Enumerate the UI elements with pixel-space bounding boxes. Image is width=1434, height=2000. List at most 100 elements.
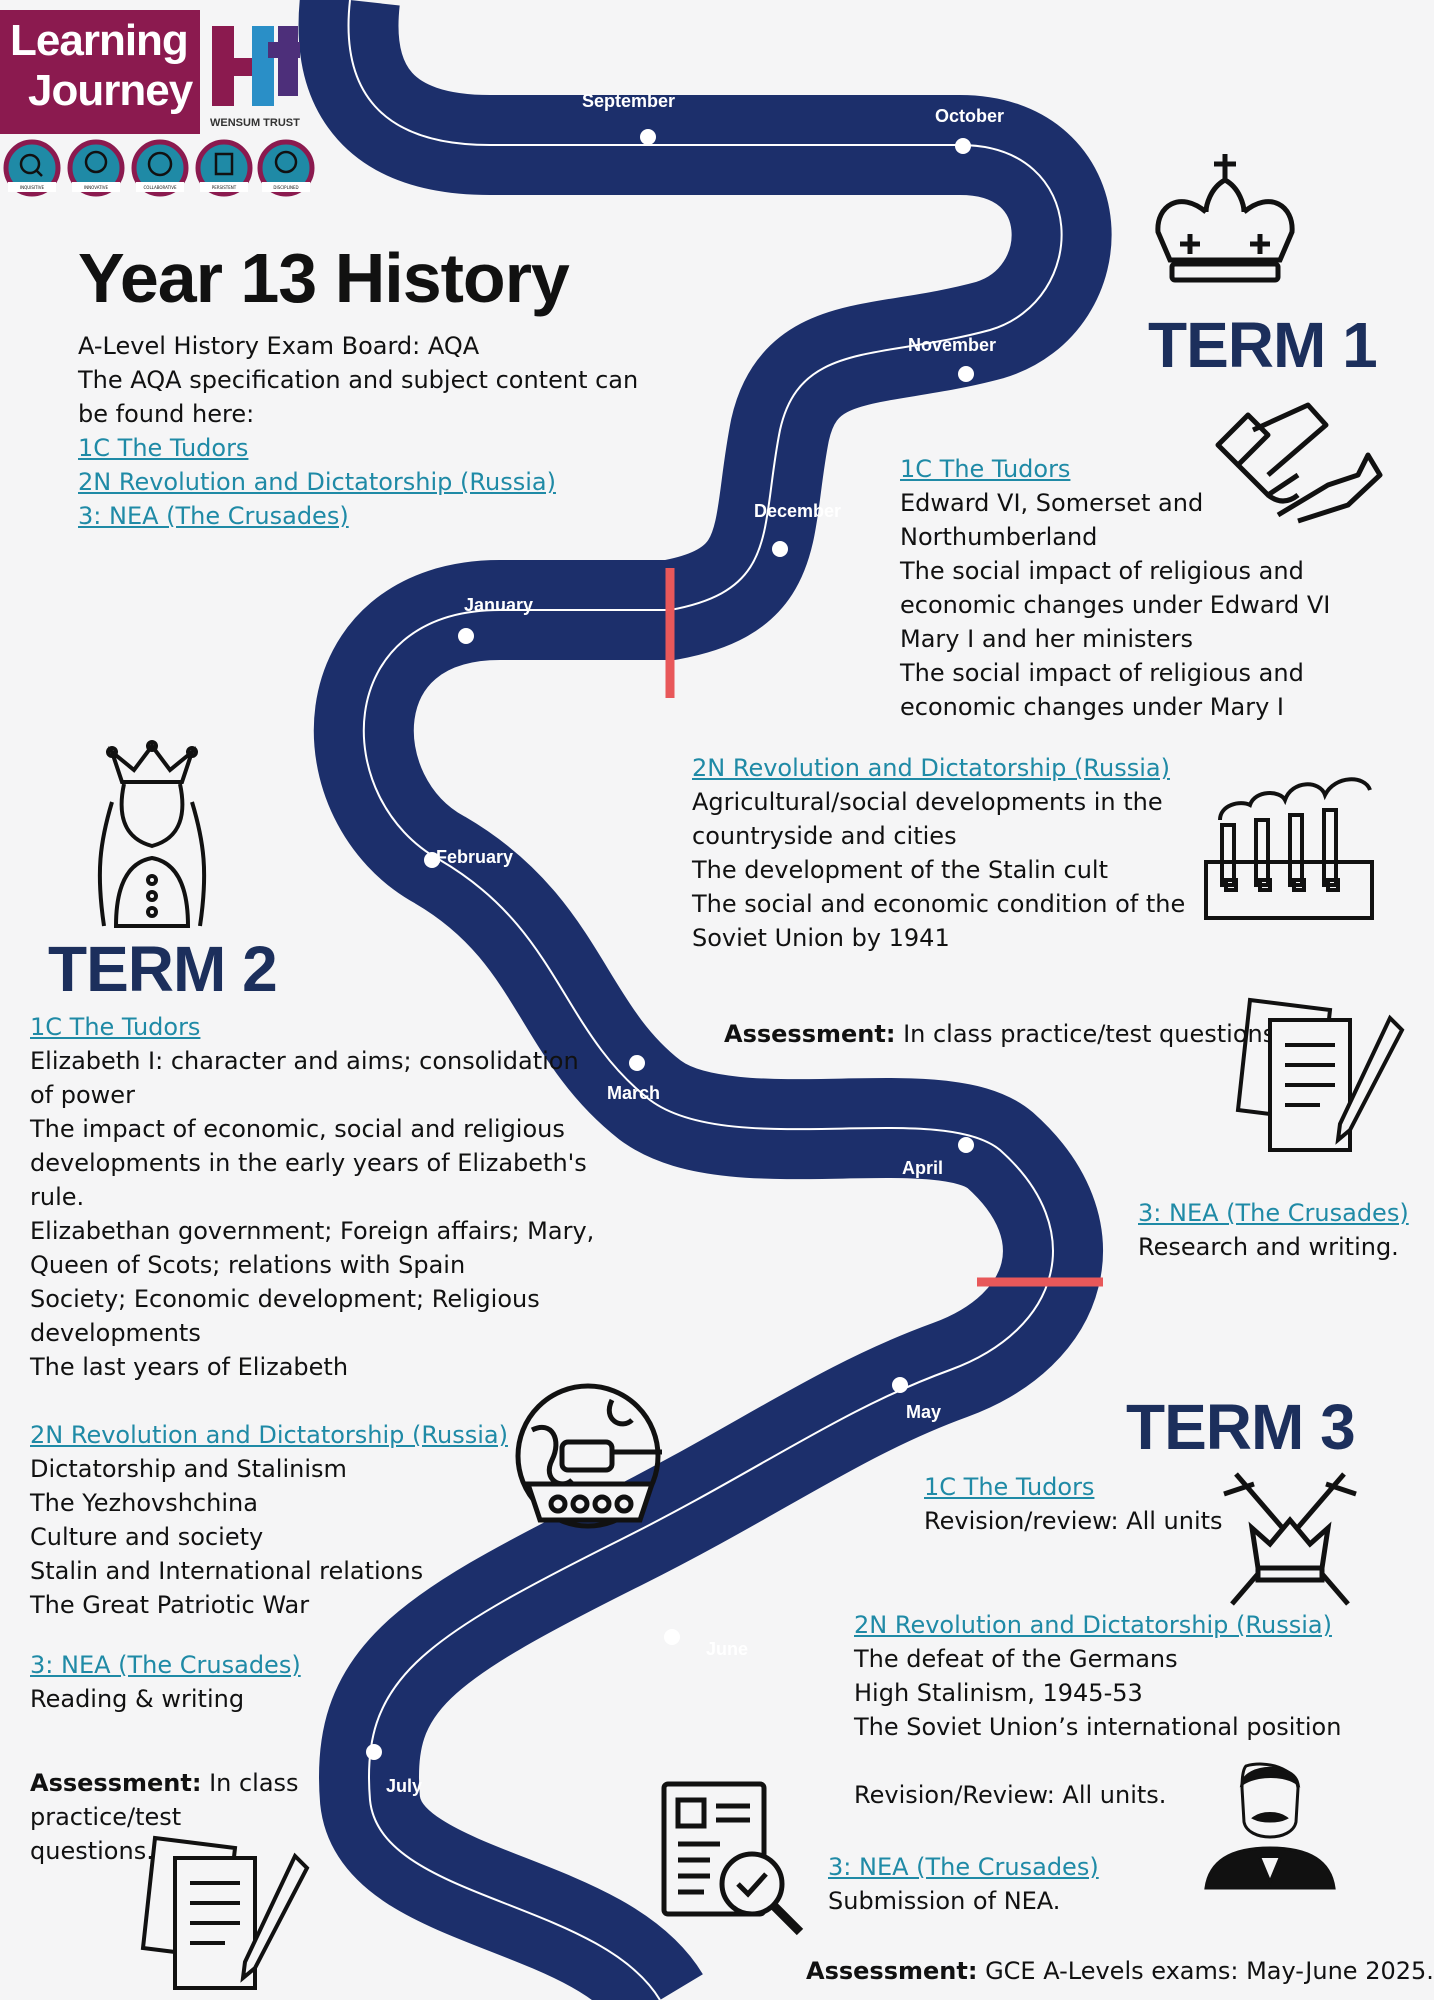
month-label: March bbox=[607, 1083, 660, 1103]
logo-line2: Journey bbox=[28, 66, 193, 115]
topic-item: The last years of Elizabeth bbox=[30, 1353, 349, 1381]
link-nea[interactable]: 3: NEA (The Crusades) bbox=[78, 502, 349, 530]
globe-tank-icon bbox=[515, 1383, 662, 1529]
topic-item: economic changes under Mary I bbox=[900, 693, 1284, 721]
svg-text:PERSISTENT: PERSISTENT bbox=[212, 185, 237, 190]
topic-item: High Stalinism, 1945-53 bbox=[854, 1679, 1143, 1707]
month-label: October bbox=[935, 106, 1004, 126]
month-label: January bbox=[464, 595, 533, 615]
assessment-text: In class bbox=[201, 1769, 299, 1797]
term1-tudors-title[interactable]: 1C The Tudors bbox=[900, 455, 1071, 483]
header-info: A-Level History Exam Board: AQA The AQA … bbox=[78, 329, 638, 533]
term1-russia-title[interactable]: 2N Revolution and Dictatorship (Russia) bbox=[692, 754, 1170, 782]
topic-item: developments in the early years of Eliza… bbox=[30, 1149, 587, 1177]
topic-item: Northumberland bbox=[900, 523, 1098, 551]
topic-item: Research and writing. bbox=[1138, 1233, 1399, 1261]
term3-assessment: Assessment: GCE A-Levels exams: May-June… bbox=[806, 1954, 1434, 1988]
topic-item: The social and economic condition of the bbox=[692, 890, 1186, 918]
page-title: Year 13 History bbox=[78, 239, 570, 317]
document-search-icon bbox=[661, 1781, 804, 1936]
handshake-icon bbox=[1215, 402, 1383, 524]
svg-text:WENSUM TRUST: WENSUM TRUST bbox=[210, 117, 300, 129]
topic-item: Dictatorship and Stalinism bbox=[30, 1455, 347, 1483]
topic-item: Edward VI, Somerset and bbox=[900, 489, 1204, 517]
term2-tudors: 1C The Tudors Elizabeth I: character and… bbox=[30, 1010, 594, 1384]
topic-item: The impact of economic, social and relig… bbox=[30, 1115, 565, 1143]
term3-tudors-title[interactable]: 1C The Tudors bbox=[924, 1473, 1095, 1501]
term3-nea-title[interactable]: 3: NEA (The Crusades) bbox=[828, 1853, 1099, 1881]
term3-russia-title[interactable]: 2N Revolution and Dictatorship (Russia) bbox=[854, 1611, 1332, 1639]
topic-item: economic changes under Edward VI bbox=[900, 591, 1331, 619]
month-label: July bbox=[386, 1776, 422, 1796]
learning-journey-logo: Learning Journey bbox=[0, 10, 200, 134]
topic-item: Culture and society bbox=[30, 1523, 264, 1551]
topic-item: countryside and cities bbox=[692, 822, 957, 850]
topic-item: rule. bbox=[30, 1183, 85, 1211]
topic-item: The social impact of religious and bbox=[900, 659, 1304, 687]
assessment-label: Assessment: bbox=[724, 1020, 896, 1048]
svg-text:INNOVATIVE: INNOVATIVE bbox=[84, 185, 109, 190]
term2-heading: TERM 2 bbox=[48, 933, 278, 1005]
document-pen-icon bbox=[140, 1835, 310, 1990]
month-label: November bbox=[908, 335, 996, 355]
term2-russia: 2N Revolution and Dictatorship (Russia) … bbox=[30, 1418, 508, 1622]
term2-tudors-title[interactable]: 1C The Tudors bbox=[30, 1013, 201, 1041]
svg-text:INQUISITIVE: INQUISITIVE bbox=[20, 185, 45, 190]
exam-board: A-Level History Exam Board: AQA bbox=[78, 332, 480, 360]
term1-heading: TERM 1 bbox=[1148, 309, 1378, 381]
wensum-trust-logo: WENSUM TRUST bbox=[210, 26, 300, 129]
document-pen-icon bbox=[1235, 997, 1405, 1152]
topic-item: The development of the Stalin cult bbox=[692, 856, 1109, 884]
assessment-text: practice/test bbox=[30, 1803, 182, 1831]
svg-text:COLLABORATIVE: COLLABORATIVE bbox=[144, 185, 177, 190]
topic-item: developments bbox=[30, 1319, 201, 1347]
topic-item: Elizabeth I: character and aims; consoli… bbox=[30, 1047, 579, 1075]
logo-line1: Learning bbox=[10, 16, 189, 65]
svg-text:DISCIPLINED: DISCIPLINED bbox=[273, 185, 298, 190]
term2-nea-research: 3: NEA (The Crusades) Research and writi… bbox=[1138, 1196, 1409, 1264]
assessment-label: Assessment: bbox=[30, 1769, 202, 1797]
assessment-text: In class practice/test questions. bbox=[895, 1020, 1283, 1048]
term2-nea-title[interactable]: 3: NEA (The Crusades) bbox=[30, 1651, 301, 1679]
month-label: December bbox=[754, 501, 841, 521]
month-label: May bbox=[906, 1402, 941, 1422]
topic-item: Elizabethan government; Foreign affairs;… bbox=[30, 1217, 595, 1245]
month-label: April bbox=[902, 1158, 943, 1178]
revision-text: Revision/Review: All units. bbox=[854, 1781, 1167, 1809]
term3-russia: 2N Revolution and Dictatorship (Russia) … bbox=[854, 1608, 1341, 1812]
term2-russia-title[interactable]: 2N Revolution and Dictatorship (Russia) bbox=[30, 1421, 508, 1449]
factory-icon bbox=[1204, 777, 1374, 920]
term1-russia: 2N Revolution and Dictatorship (Russia) … bbox=[692, 751, 1185, 955]
link-tudors[interactable]: 1C The Tudors bbox=[78, 434, 249, 462]
assessment-label: Assessment: bbox=[806, 1957, 978, 1985]
stalin-portrait-icon bbox=[1204, 1762, 1336, 1890]
assessment-text: GCE A-Levels exams: May-June 2025. bbox=[977, 1957, 1434, 1985]
term1-tudors: 1C The Tudors Edward VI, Somerset and No… bbox=[900, 452, 1330, 724]
link-russia[interactable]: 2N Revolution and Dictatorship (Russia) bbox=[78, 468, 556, 496]
values-badges: INQUISITIVE INNOVATIVE COLLABORATIVE PER… bbox=[3, 139, 315, 197]
topic-item: The Yezhovshchina bbox=[30, 1489, 258, 1517]
term3-nea: 3: NEA (The Crusades) Submission of NEA. bbox=[828, 1850, 1099, 1918]
topic-item: Queen of Scots; relations with Spain bbox=[30, 1251, 466, 1279]
topic-item: of power bbox=[30, 1081, 135, 1109]
topic-item: Soviet Union by 1941 bbox=[692, 924, 950, 952]
topic-item: Reading & writing bbox=[30, 1685, 245, 1713]
topic-item: The defeat of the Germans bbox=[854, 1645, 1178, 1673]
topic-item: Society; Economic development; Religious bbox=[30, 1285, 540, 1313]
term2-nea-right-title[interactable]: 3: NEA (The Crusades) bbox=[1138, 1199, 1409, 1227]
month-label: February bbox=[436, 847, 513, 867]
crossed-swords-crown-icon bbox=[1223, 1472, 1357, 1606]
topic-item: Submission of NEA. bbox=[828, 1887, 1061, 1915]
topic-item: The social impact of religious and bbox=[900, 557, 1304, 585]
month-label: June bbox=[706, 1639, 748, 1659]
queen-icon bbox=[97, 740, 207, 928]
term3-heading: TERM 3 bbox=[1126, 1391, 1356, 1463]
assessment-text: questions. bbox=[30, 1837, 154, 1865]
topic-item: The Great Patriotic War bbox=[30, 1591, 310, 1619]
topic-item: The Soviet Union’s international positio… bbox=[854, 1713, 1342, 1741]
month-label: September bbox=[582, 91, 675, 111]
term1-assessment: Assessment: In class practice/test quest… bbox=[724, 1017, 1283, 1051]
spec-line: be found here: bbox=[78, 400, 255, 428]
topic-item: Mary I and her ministers bbox=[900, 625, 1194, 653]
